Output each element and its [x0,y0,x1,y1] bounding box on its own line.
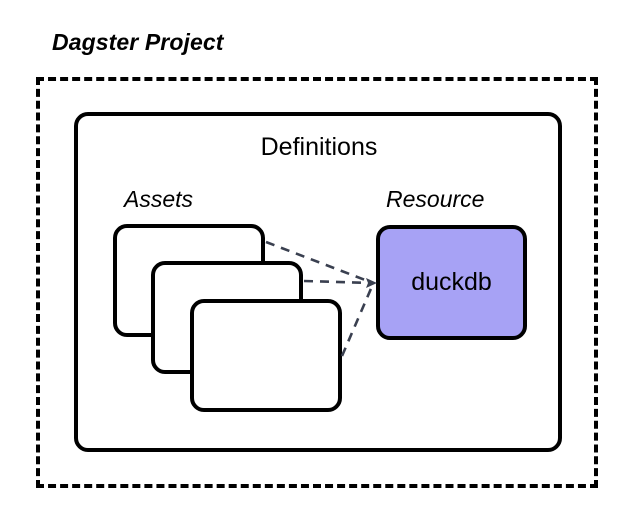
assets-group-label: Assets [124,186,194,212]
project-title: Dagster Project [52,29,224,55]
resource-node-label: duckdb [411,268,492,296]
definitions-label: Definitions [260,133,378,161]
asset-card[interactable] [190,299,342,412]
resource-node-duckdb[interactable]: duckdb [376,225,527,340]
project-boundary [36,77,598,488]
resource-group-label: Resource [386,186,485,212]
